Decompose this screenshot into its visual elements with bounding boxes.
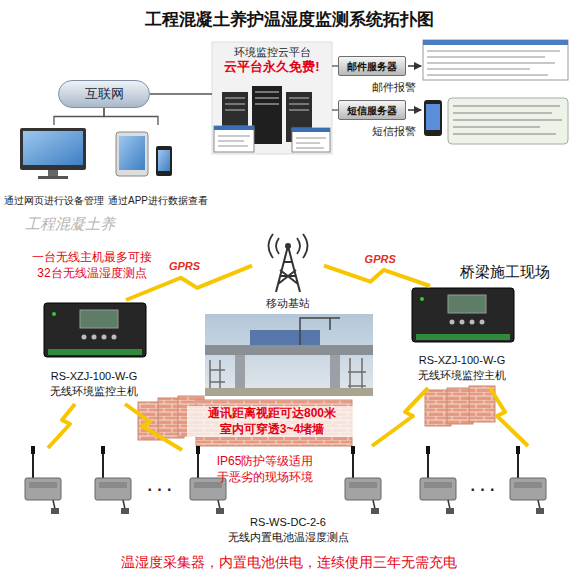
cloud-platform-art: [252, 86, 282, 144]
note-text: IP65防护等级适用 于恶劣的现场环境: [200, 454, 330, 485]
cloud-platform: 环境监控云平台云平台永久免费!: [212, 42, 332, 154]
server-box: 邮件服务器: [338, 56, 406, 76]
alarm-art: [408, 40, 568, 144]
site-label: 桥梁施工现场: [450, 262, 560, 282]
alarm-art: [408, 65, 421, 67]
node-text: 通过网页进行设备管理: [4, 194, 104, 207]
client-devices: [20, 128, 172, 179]
client-devices: [119, 136, 145, 170]
client-devices: [20, 128, 86, 170]
connector-line: [150, 93, 212, 94]
host-unit: RS-XZJ-100-W-G无线环境监控主机: [398, 286, 526, 382]
wireless-bolts: [372, 388, 428, 446]
brick-walls: [138, 386, 495, 446]
sensor-row: [345, 446, 381, 514]
model-label: 无线内置电池温湿度测点: [218, 530, 358, 544]
wireless-bolts: [48, 404, 75, 448]
cloud-platform-art: [212, 42, 332, 154]
note-text: 一台无线主机最多可接 32台无线温湿度测点: [22, 250, 162, 281]
base-station-tower: [285, 243, 291, 249]
cloud-platform-art: [225, 92, 309, 110]
alarm-art: [423, 40, 568, 45]
connector-line: [104, 108, 158, 125]
node-text: RS-XZJ-100-W-G: [419, 353, 506, 367]
base-station-tower: [269, 234, 308, 292]
note-text: 通讯距离视距可达800米 室内可穿透3~4堵墙: [187, 406, 357, 437]
server-box: 短信服务器: [338, 100, 406, 120]
node-text: 无线环境监控主机: [50, 384, 138, 398]
alarm-art: [427, 51, 560, 75]
bridge-photo: [205, 388, 373, 396]
wireless-bolts: [125, 404, 182, 450]
node-text: 互联网: [85, 86, 124, 103]
sensor-row: [510, 446, 546, 514]
connector-line: [54, 108, 104, 125]
cloud-platform-art: [292, 128, 330, 132]
host-device-right: [412, 288, 514, 342]
sensor-row: [25, 446, 61, 514]
watermark: 工程混凝土养: [10, 214, 130, 234]
host-unit: RS-XZJ-100-W-G无线环境监控主机: [30, 300, 158, 398]
alarm-label: 邮件报警: [364, 80, 424, 94]
base-station: 移动基站: [252, 236, 324, 310]
node-text: 环境监控云平台: [234, 45, 311, 59]
alarm-art: [448, 98, 568, 144]
feature-note: 温湿度采集器，内置电池供电，连续使用三年无需充电: [99, 553, 479, 571]
alarm-art: [424, 100, 442, 136]
bridge-photo: [300, 318, 340, 345]
node-text: RS-XZJ-100-W-G: [51, 369, 138, 383]
alarm-art: [426, 104, 440, 130]
client-devices: [48, 170, 58, 176]
cloud-platform-art: [212, 42, 332, 154]
client-devices: [38, 176, 68, 179]
client-devices: [158, 150, 170, 171]
ellipsis-mark: · · ·: [463, 480, 503, 501]
alarm-art: [408, 109, 421, 111]
internet-cloud: 互联网: [58, 80, 150, 108]
sensor-row: [25, 446, 546, 514]
wireless-bolts: [490, 388, 528, 446]
base-station-tower: [269, 234, 308, 258]
node-text: 云平台永久免费!: [224, 59, 319, 76]
node-text: 移动基站: [266, 296, 310, 310]
client-group: 通过网页进行设备管理: [0, 125, 109, 207]
client-devices: [23, 131, 83, 165]
client-group: 通过APP进行数据查看: [103, 125, 214, 207]
client-devices: [116, 132, 148, 176]
node-text: 通过APP进行数据查看: [108, 194, 208, 207]
alarm-art: [423, 40, 568, 80]
bridge-photo: [205, 314, 373, 396]
bridge-photo: [205, 345, 373, 355]
bridge-photo: [250, 330, 320, 345]
node-text: 短信服务器: [347, 104, 397, 117]
ellipsis-mark: · · ·: [140, 480, 180, 501]
client-devices: [156, 146, 172, 176]
edge-label: GPRS: [167, 259, 202, 273]
model-label: RS-WS-DC-2-6: [228, 515, 348, 529]
wireless-link: [324, 266, 430, 286]
sensor-row: [95, 446, 131, 514]
sensor-row: [420, 446, 456, 514]
cloud-platform-art: [214, 126, 254, 130]
base-station-tower: [276, 246, 300, 292]
alarm-art: [453, 106, 562, 134]
bridge-photo: [205, 314, 373, 396]
diagram-title: 工程混凝土养护温湿度监测系统拓扑图: [0, 9, 578, 31]
cloud-platform-art: [214, 126, 254, 152]
host-device-left: [44, 303, 146, 357]
alarm-label: 短信报警: [364, 124, 424, 138]
wireless-bolts: [48, 388, 528, 450]
node-text: 邮件服务器: [347, 60, 397, 73]
node-text: 无线环境监控主机: [418, 368, 506, 382]
edge-label: GPRS: [363, 252, 398, 266]
cloud-platform-art: [218, 136, 326, 148]
